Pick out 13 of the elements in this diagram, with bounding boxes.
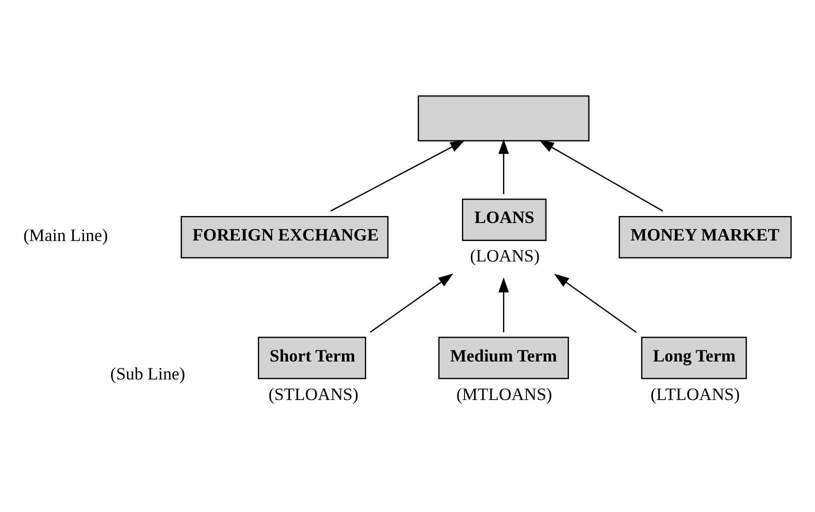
node-label: (LOANS) xyxy=(470,245,540,266)
node-label: (STLOANS) xyxy=(268,383,358,404)
arrow xyxy=(370,272,454,332)
arrow xyxy=(554,273,637,332)
label: (Main Line) xyxy=(23,224,108,245)
node-box xyxy=(418,94,590,141)
arrow xyxy=(538,139,664,212)
arrow xyxy=(498,276,509,332)
node-label: (LTLOANS) xyxy=(650,383,740,404)
arrow xyxy=(498,138,509,194)
arrow xyxy=(330,139,466,212)
label: (Sub Line) xyxy=(110,362,186,383)
node-label: (MTLOANS) xyxy=(456,383,552,404)
